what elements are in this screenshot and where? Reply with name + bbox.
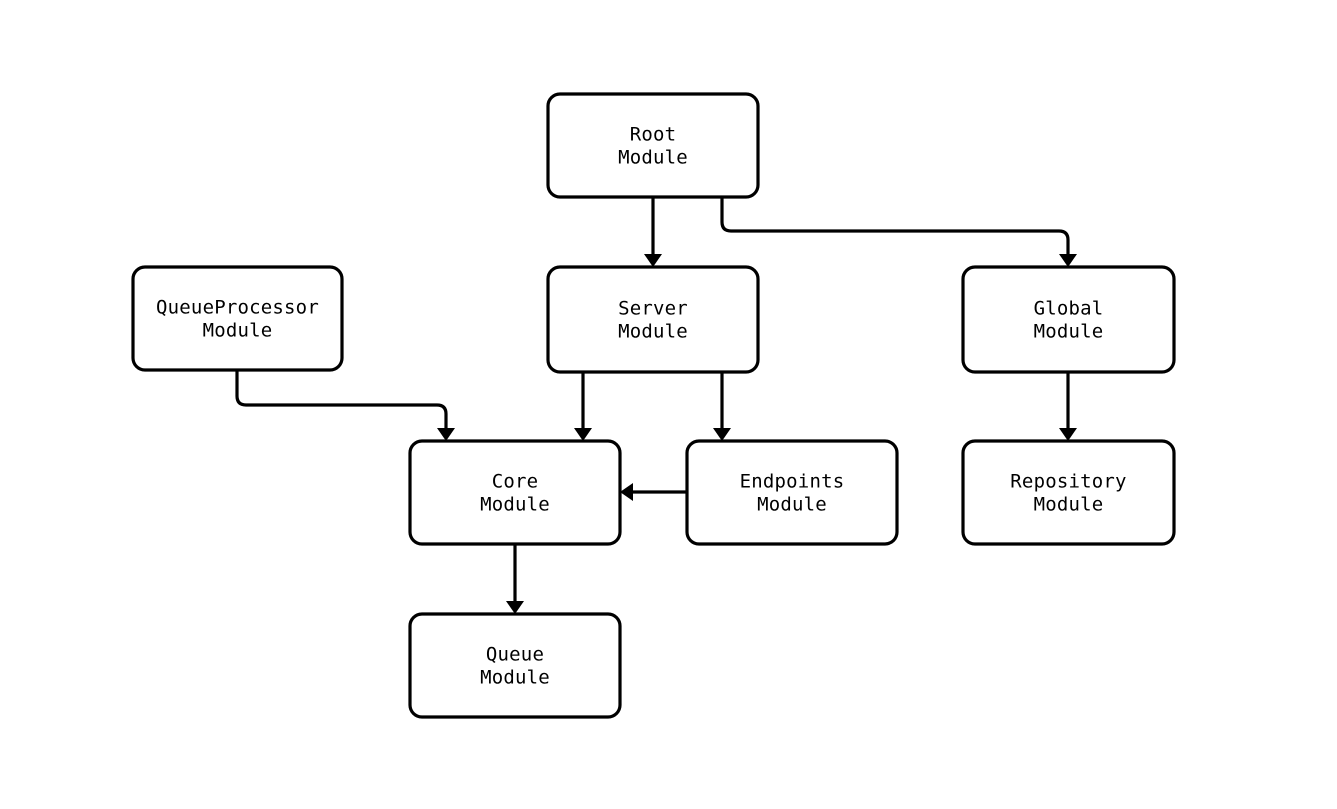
node-label-line1: Root <box>630 123 677 145</box>
node-label-line1: Server <box>618 297 688 319</box>
node-box[interactable] <box>408 612 622 719</box>
edge-root-to-global <box>720 197 1077 267</box>
node-box[interactable] <box>961 265 1176 374</box>
node-label-line2: Module <box>1034 493 1104 515</box>
edge-queueprocessor-to-core <box>235 370 455 441</box>
node-label-line1: Global <box>1034 297 1104 319</box>
edge-line <box>720 197 1070 256</box>
edge-core-to-queue <box>506 544 524 614</box>
edge-arrowhead <box>1059 428 1077 441</box>
node-box[interactable] <box>408 439 622 546</box>
edges-layer <box>235 197 1077 614</box>
node-box[interactable] <box>546 92 760 199</box>
edge-arrowhead <box>1059 254 1077 267</box>
node-box[interactable] <box>131 265 344 372</box>
edge-root-to-server <box>644 197 662 267</box>
edge-arrowhead <box>644 254 662 267</box>
edge-arrowhead <box>506 601 524 614</box>
node-label-line2: Module <box>757 493 827 515</box>
node-box[interactable] <box>961 439 1176 546</box>
node-box[interactable] <box>685 439 899 546</box>
edge-endpoints-to-core <box>620 483 687 501</box>
node-label-line2: Module <box>203 319 273 341</box>
edge-arrowhead <box>620 483 633 501</box>
node-label-line1: Repository <box>1010 470 1126 492</box>
node-label-line2: Module <box>480 493 550 515</box>
node-label-line1: QueueProcessor <box>156 296 319 318</box>
node-box[interactable] <box>546 265 760 374</box>
node-label-line2: Module <box>480 666 550 688</box>
node-label-line2: Module <box>618 146 688 168</box>
edge-server-to-core <box>574 372 592 441</box>
edge-line <box>235 370 448 430</box>
edge-arrowhead <box>713 428 731 441</box>
node-label-line1: Queue <box>486 643 544 665</box>
node-label-line2: Module <box>618 320 688 342</box>
node-label-line1: Endpoints <box>740 470 845 492</box>
node-label-line2: Module <box>1034 320 1104 342</box>
edge-arrowhead <box>437 428 455 441</box>
node-label-line1: Core <box>492 470 539 492</box>
edge-arrowhead <box>574 428 592 441</box>
edge-global-to-repository <box>1059 372 1077 441</box>
edge-server-to-endpoints <box>713 372 731 441</box>
